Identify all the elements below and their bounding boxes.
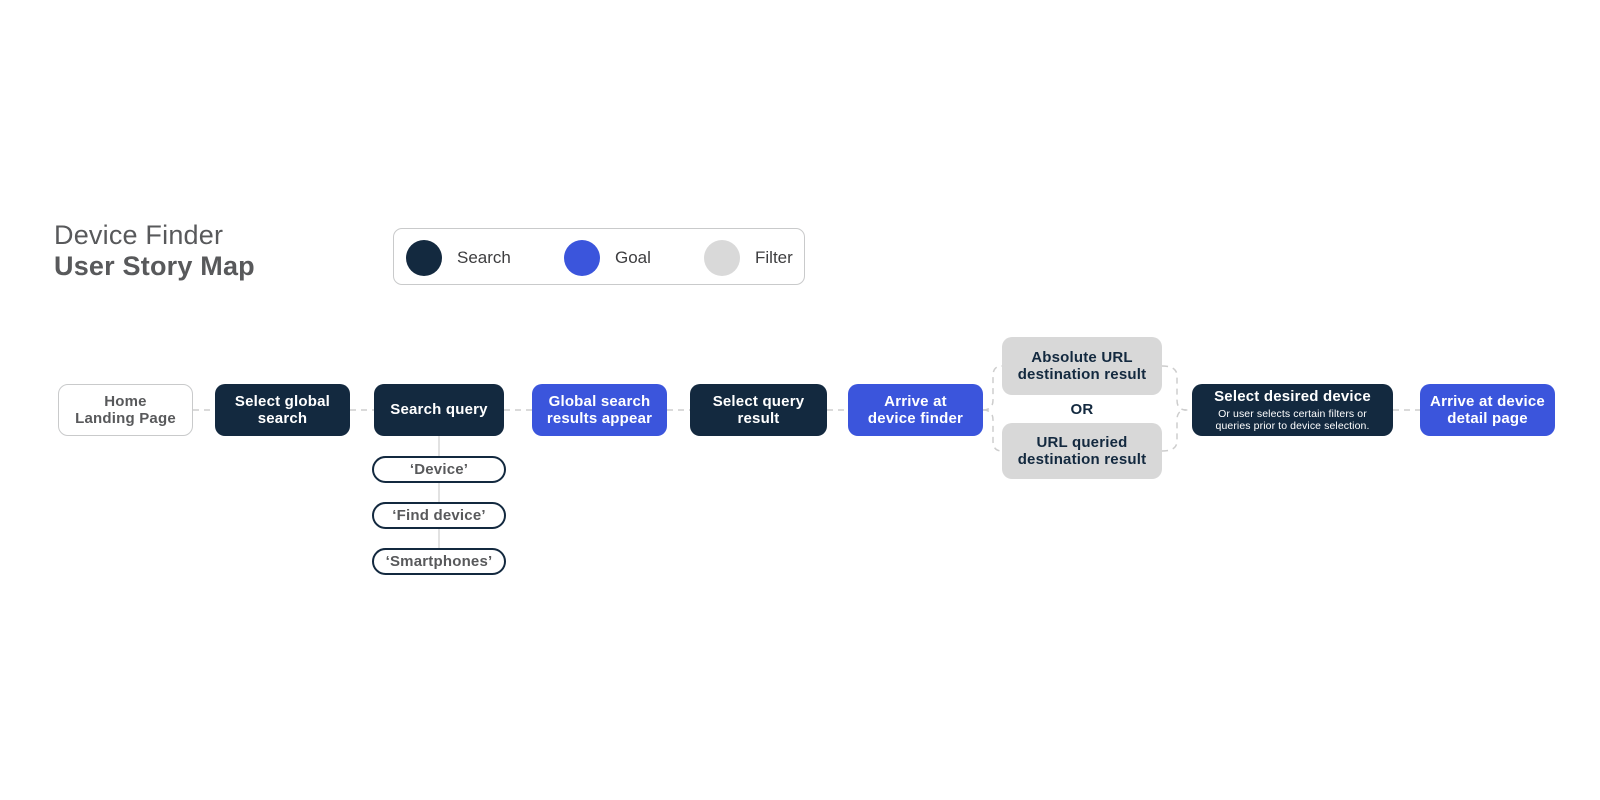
node-label: Home Landing Page <box>75 392 176 428</box>
goal-color-swatch <box>564 239 600 276</box>
node-arrive-at-device-finder: Arrive at device finder <box>848 384 983 436</box>
legend-item-filter: Filter <box>704 229 793 286</box>
node-select-global-search: Select global search <box>215 384 350 436</box>
node-label: Global search results appear <box>546 392 653 428</box>
search-query-example-smartphones: ‘Smartphones’ <box>372 548 506 575</box>
node-url-queried-destination-result: URL queried destination result <box>1002 423 1162 479</box>
node-label: Search query <box>390 401 488 419</box>
node-select-desired-device: Select desired device Or user selects ce… <box>1192 384 1393 436</box>
legend-item-search: Search <box>406 229 511 286</box>
search-query-example-find-device: ‘Find device’ <box>372 502 506 529</box>
legend-label: Goal <box>615 247 651 267</box>
node-arrive-at-device-detail-page: Arrive at device detail page <box>1420 384 1555 436</box>
node-caption: Or user selects certain filters or queri… <box>1215 407 1370 432</box>
node-home-landing-page: Home Landing Page <box>58 384 193 436</box>
legend-item-goal: Goal <box>564 229 651 286</box>
subquery-label: ‘Smartphones’ <box>385 553 493 570</box>
search-query-example-device: ‘Device’ <box>372 456 506 483</box>
filter-color-swatch <box>704 239 740 276</box>
subquery-label: ‘Find device’ <box>392 507 486 524</box>
node-search-query: Search query <box>374 384 504 436</box>
search-color-swatch <box>406 239 442 276</box>
node-label: Select desired device <box>1214 388 1371 406</box>
node-select-query-result: Select query result <box>690 384 827 436</box>
title-line-1: Device Finder <box>54 220 224 250</box>
node-label: Arrive at device detail page <box>1430 392 1545 428</box>
legend: Search Goal Filter <box>393 228 805 285</box>
title-line-2: User Story Map <box>54 251 255 281</box>
node-label: Select global search <box>234 392 331 428</box>
legend-label: Filter <box>755 247 793 267</box>
node-global-search-results-appear: Global search results appear <box>532 384 667 436</box>
node-label: URL queried destination result <box>1017 433 1147 469</box>
node-absolute-url-destination-result: Absolute URL destination result <box>1002 337 1162 395</box>
legend-label: Search <box>457 247 511 267</box>
node-label: Select query result <box>712 392 805 428</box>
node-label: Arrive at device finder <box>867 392 964 428</box>
node-label: Absolute URL destination result <box>1017 348 1147 384</box>
or-label: OR <box>1070 400 1094 418</box>
diagram-title: Device Finder User Story Map <box>54 220 255 282</box>
subquery-label: ‘Device’ <box>409 461 469 478</box>
